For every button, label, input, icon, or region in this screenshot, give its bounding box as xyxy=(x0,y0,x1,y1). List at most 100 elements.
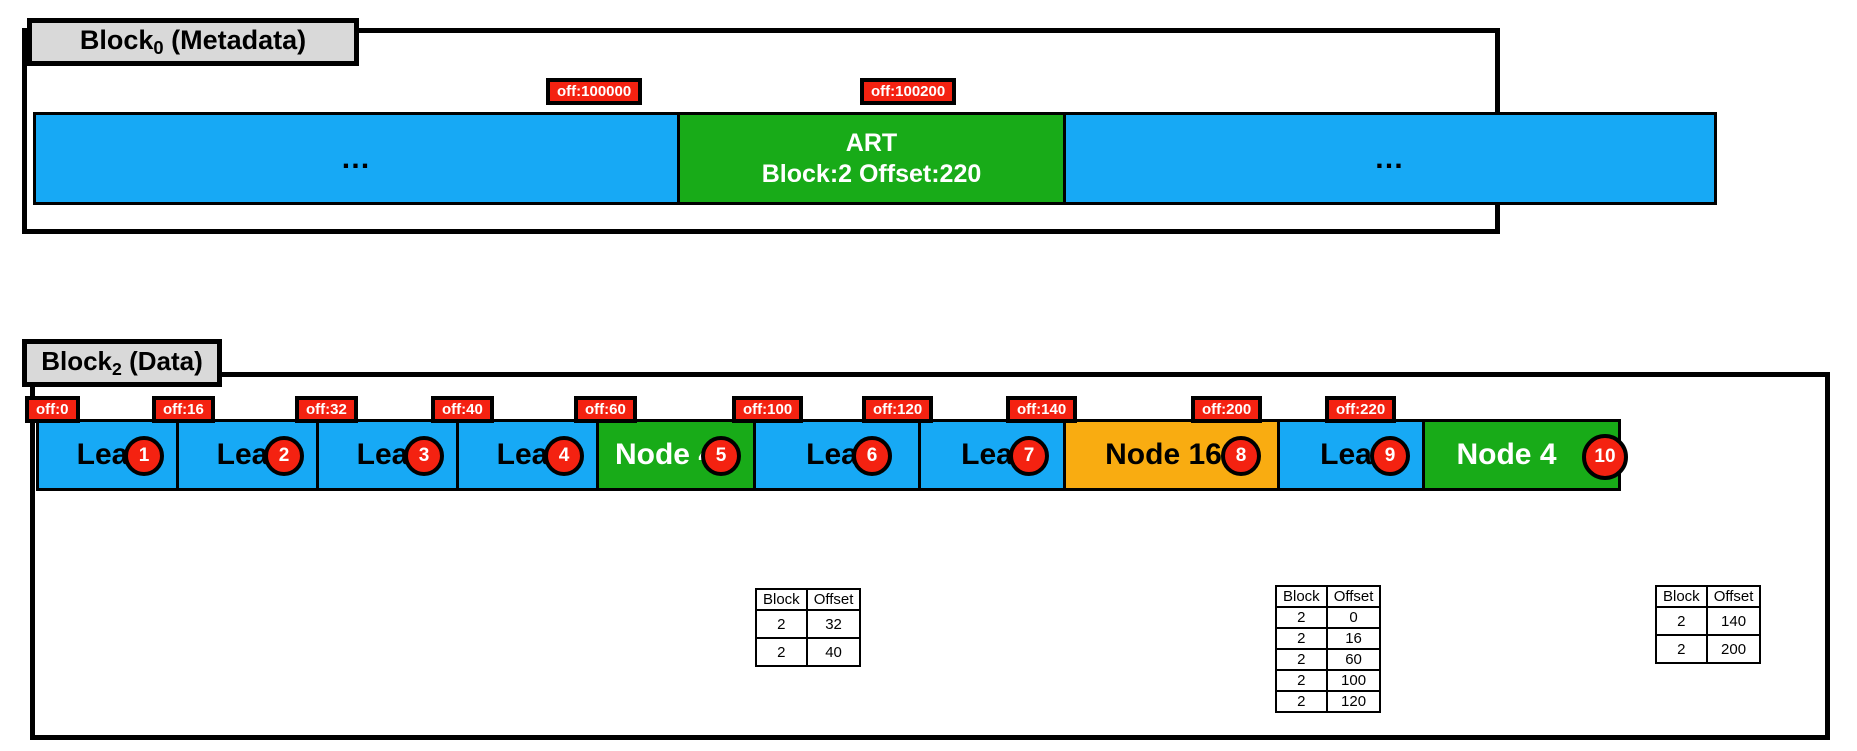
cell-block: 2 xyxy=(1655,606,1708,636)
cell-block: 2 xyxy=(1275,606,1328,629)
badge-10: 10 xyxy=(1582,434,1628,480)
data-segment-node16-8[interactable]: Node 16 8 xyxy=(1063,419,1280,491)
offset-tag-120: off:120 xyxy=(862,396,934,423)
data-segment-leaf-1[interactable]: Leaf 1 xyxy=(36,419,179,491)
badge-8-number: 8 xyxy=(1235,445,1247,466)
art-label-line2: Block:2 Offset:220 xyxy=(761,159,982,188)
node4-5-label: Node 4 xyxy=(614,438,716,471)
metadata-segment-left-ellipsis[interactable]: … xyxy=(33,112,680,205)
metadata-segment-strip: … ART Block:2 Offset:220 … xyxy=(33,112,1720,205)
offset-tag-0-label: off:0 xyxy=(36,401,69,418)
offset-tag-100200: off:100200 xyxy=(860,78,957,105)
table-header-offset: Offset xyxy=(805,588,862,611)
node4-5-offset-table: Block Offset 2 32 2 40 xyxy=(755,588,862,667)
table-header-row: Block Offset xyxy=(755,588,862,611)
badge-7: 7 xyxy=(1009,436,1049,476)
metadata-segment-right-ellipsis[interactable]: … xyxy=(1063,112,1717,205)
badge-3: 3 xyxy=(404,436,444,476)
badge-2: 2 xyxy=(264,436,304,476)
offset-tag-200: off:200 xyxy=(1191,396,1263,423)
metadata-block-subscript: 0 xyxy=(153,37,164,59)
offset-tag-60: off:60 xyxy=(574,396,637,423)
table-row: 2 200 xyxy=(1655,634,1762,664)
data-segment-leaf-3[interactable]: Leaf 3 xyxy=(316,419,459,491)
badge-5: 5 xyxy=(701,436,741,476)
cell-block: 2 xyxy=(1275,669,1328,692)
table-row: 2 140 xyxy=(1655,606,1762,636)
badge-8: 8 xyxy=(1221,436,1261,476)
node16-8-label: Node 16 xyxy=(1105,438,1222,471)
offset-tag-40: off:40 xyxy=(431,396,494,423)
node4-10-label: Node 4 xyxy=(1456,438,1557,471)
data-segment-node4-5[interactable]: Node 4 5 xyxy=(596,419,756,491)
art-label-line1: ART xyxy=(845,129,898,157)
table-header-row: Block Offset xyxy=(1655,585,1762,608)
data-block-subscript: 2 xyxy=(112,358,122,379)
node4-10-offset-table: Block Offset 2 140 2 200 xyxy=(1655,585,1762,664)
table-header-block: Block xyxy=(755,588,808,611)
offset-tag-140: off:140 xyxy=(1006,396,1078,423)
table-row: 2 120 xyxy=(1275,690,1382,713)
table-header-row: Block Offset xyxy=(1275,585,1382,608)
data-segment-leaf-9[interactable]: Leaf 9 xyxy=(1277,419,1425,491)
data-block-tab-label: Block2 (Data) xyxy=(41,346,203,379)
badge-7-number: 7 xyxy=(1023,445,1035,466)
offset-tag-16-label: off:16 xyxy=(163,401,204,418)
cell-block: 2 xyxy=(755,637,808,667)
data-segment-leaf-2[interactable]: Leaf 2 xyxy=(176,419,319,491)
data-segment-strip: Leaf 1 Leaf 2 Leaf 3 Leaf 4 Node 4 xyxy=(36,419,1838,491)
data-segment-node4-10[interactable]: Node 4 10 xyxy=(1422,419,1628,491)
badge-5-number: 5 xyxy=(715,445,727,466)
offset-tag-100000-label: off:100000 xyxy=(557,83,632,100)
cell-block: 2 xyxy=(755,609,808,639)
offset-tag-0: off:0 xyxy=(25,396,80,423)
cell-offset: 16 xyxy=(1325,627,1382,650)
table-header-offset: Offset xyxy=(1325,585,1382,608)
offset-tag-100000: off:100000 xyxy=(546,78,643,105)
badge-3-number: 3 xyxy=(418,445,430,466)
cell-offset: 140 xyxy=(1705,606,1762,636)
offset-tag-60-label: off:60 xyxy=(585,401,626,418)
badge-4: 4 xyxy=(544,436,584,476)
cell-offset: 60 xyxy=(1325,648,1382,671)
cell-offset: 200 xyxy=(1705,634,1762,664)
table-row: 2 0 xyxy=(1275,606,1382,629)
table-header-block: Block xyxy=(1655,585,1708,608)
offset-tag-120-label: off:120 xyxy=(873,401,923,418)
table-row: 2 16 xyxy=(1275,627,1382,650)
table-row: 2 40 xyxy=(755,637,862,667)
metadata-block-tab: Block0 (Metadata) xyxy=(27,18,359,66)
table-row: 2 100 xyxy=(1275,669,1382,692)
cell-block: 2 xyxy=(1275,690,1328,713)
data-block-tab: Block2 (Data) xyxy=(22,339,222,387)
offset-tag-220: off:220 xyxy=(1325,396,1397,423)
table-header-block: Block xyxy=(1275,585,1328,608)
table-header-offset: Offset xyxy=(1705,585,1762,608)
data-segment-leaf-4[interactable]: Leaf 4 xyxy=(456,419,599,491)
badge-2-number: 2 xyxy=(278,445,290,466)
data-segment-leaf-6[interactable]: Leaf 6 xyxy=(753,419,921,491)
offset-tag-32-label: off:32 xyxy=(306,401,347,418)
badge-9: 9 xyxy=(1370,436,1410,476)
cell-offset: 0 xyxy=(1325,606,1382,629)
node16-8-offset-table: Block Offset 2 0 2 16 2 60 2 100 2 120 xyxy=(1275,585,1382,713)
offset-tag-200-label: off:200 xyxy=(1202,401,1252,418)
metadata-segment-art[interactable]: ART Block:2 Offset:220 xyxy=(677,112,1066,205)
offset-tag-16: off:16 xyxy=(152,396,215,423)
table-row: 2 32 xyxy=(755,609,862,639)
cell-block: 2 xyxy=(1275,648,1328,671)
offset-tag-100: off:100 xyxy=(732,396,804,423)
offset-tag-100200-label: off:100200 xyxy=(871,83,946,100)
data-segment-leaf-7[interactable]: Leaf 7 xyxy=(918,419,1066,491)
offset-tag-40-label: off:40 xyxy=(442,401,483,418)
cell-block: 2 xyxy=(1655,634,1708,664)
cell-offset: 100 xyxy=(1325,669,1382,692)
badge-1-number: 1 xyxy=(138,445,150,466)
badge-9-number: 9 xyxy=(1384,445,1396,466)
metadata-block-tab-label: Block0 (Metadata) xyxy=(79,24,307,59)
ellipsis-left-label: … xyxy=(340,141,373,175)
badge-10-number: 10 xyxy=(1594,446,1616,467)
ellipsis-right-label: … xyxy=(1374,141,1406,175)
table-row: 2 60 xyxy=(1275,648,1382,671)
